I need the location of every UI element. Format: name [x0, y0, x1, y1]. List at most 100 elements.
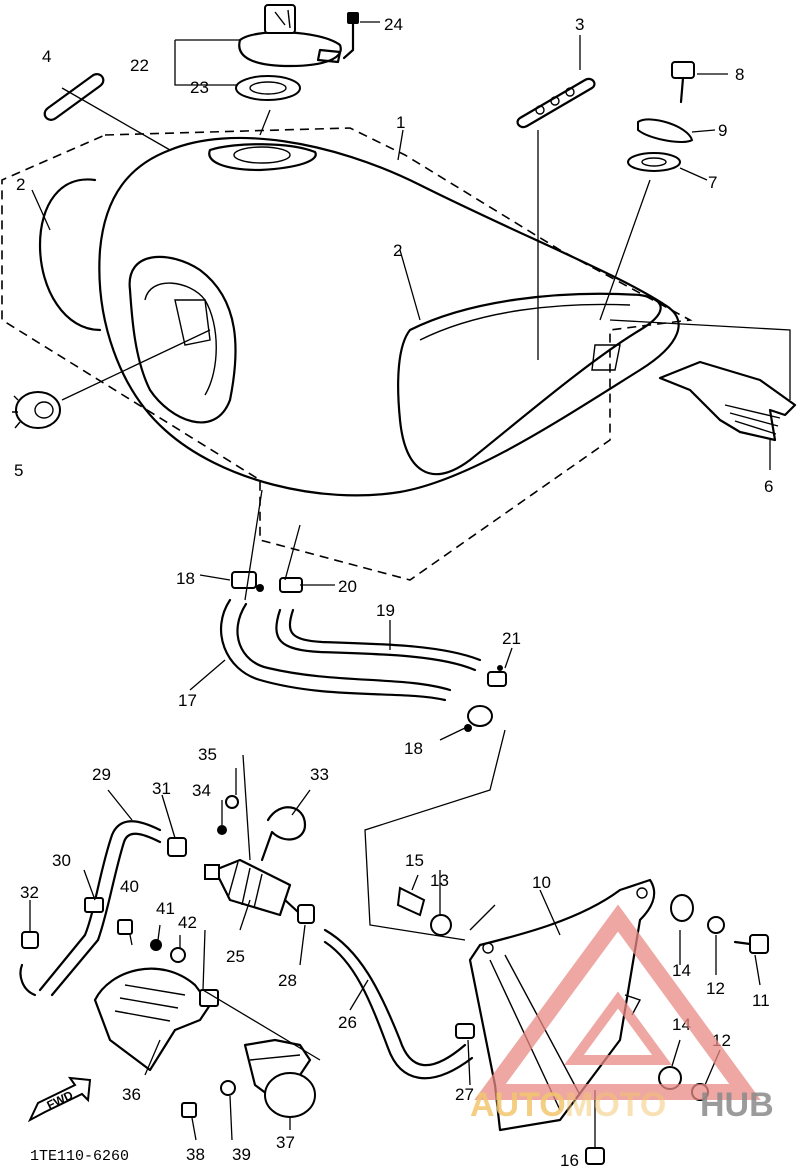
part-number-labels: 1 2 2 3 4 5 6 7 8 9 10 11 12 12 13 14 14… — [14, 15, 773, 1169]
part-label-6: 6 — [764, 477, 773, 496]
part-label-40: 40 — [120, 877, 139, 896]
fuel-filter — [204, 858, 300, 917]
damper-7 — [627, 152, 681, 172]
part-label-15: 15 — [405, 851, 424, 870]
rear-bracket — [658, 360, 797, 442]
watermark-text-auto: AUTO — [470, 1086, 566, 1124]
part-label-18b: 18 — [404, 739, 423, 758]
part-label-2a: 2 — [16, 175, 25, 194]
part-label-20: 20 — [338, 577, 357, 596]
part-label-1: 1 — [396, 113, 405, 132]
part-label-28: 28 — [278, 971, 297, 990]
part-label-31: 31 — [152, 779, 171, 798]
fuel-cock-37 — [243, 1038, 316, 1118]
damper-14-top — [670, 894, 694, 922]
part-label-19: 19 — [376, 601, 395, 620]
bolt-38 — [181, 1102, 197, 1118]
part-label-8: 8 — [735, 65, 744, 84]
part-label-42: 42 — [178, 913, 197, 932]
part-label-11: 11 — [752, 991, 770, 1010]
part-label-39: 39 — [232, 1145, 251, 1164]
part-label-35: 35 — [198, 745, 217, 764]
part-label-16: 16 — [560, 1151, 579, 1169]
hose-clip-18-bottom — [464, 705, 493, 732]
part-label-29: 29 — [92, 765, 111, 784]
fuel-hose-26 — [323, 928, 467, 1067]
bolt-11 — [733, 934, 769, 954]
fuel-hose-17 — [220, 598, 447, 702]
fuel-tank — [98, 136, 680, 497]
forward-arrow-badge: FWD — [27, 1076, 92, 1123]
part-label-5: 5 — [14, 461, 23, 480]
screw-34 — [217, 825, 227, 835]
collar-12-top — [707, 916, 725, 934]
fuel-hose-17-inner — [236, 602, 452, 692]
watermark-triangle — [474, 904, 761, 1100]
hose-clip-20 — [279, 577, 303, 593]
part-label-34: 34 — [192, 781, 211, 800]
hose-band-30 — [84, 897, 104, 913]
nut-35 — [225, 795, 239, 809]
part-label-37: 37 — [276, 1133, 295, 1152]
part-label-10: 10 — [532, 873, 551, 892]
nut-41 — [150, 939, 162, 951]
watermark-text-moto: MOTO — [565, 1086, 666, 1124]
fuel-hose-26-inner — [323, 940, 474, 1080]
part-label-9: 9 — [718, 121, 727, 140]
bolt-40 — [117, 919, 133, 935]
clip-31 — [167, 837, 187, 857]
part-label-18a: 18 — [176, 569, 195, 588]
cap-gasket — [235, 75, 301, 101]
fuel-hose-19-inner — [288, 608, 482, 662]
tank-assembly-boundary — [1, 127, 693, 581]
part-label-7: 7 — [708, 173, 717, 192]
clip-27 — [455, 1023, 475, 1039]
collar-42 — [170, 947, 186, 963]
diagram-code: 1TE110-6260 — [30, 1148, 129, 1165]
hose-clip-21 — [487, 665, 507, 687]
bolt-8 — [671, 61, 695, 104]
part-label-3: 3 — [575, 15, 584, 34]
watermark-triangle-inner — [564, 991, 672, 1065]
part-label-33: 33 — [310, 765, 329, 784]
watermark-logo: AUTO MOTO HUB — [470, 904, 774, 1124]
fuel-hose-29-inner — [50, 832, 162, 997]
part-label-13: 13 — [430, 871, 449, 890]
part-label-24: 24 — [384, 15, 403, 34]
bolt-16 — [585, 1147, 605, 1165]
clamp-32 — [19, 931, 39, 997]
part-label-36: 36 — [122, 1085, 141, 1104]
part-label-14a: 14 — [672, 961, 691, 980]
fuel-hose-19 — [275, 608, 477, 672]
bracket-33 — [260, 806, 307, 862]
part-label-12a: 12 — [706, 979, 725, 998]
part-label-25: 25 — [226, 947, 245, 966]
watermark-text-hub: HUB — [700, 1086, 774, 1124]
part-label-32: 32 — [20, 883, 39, 902]
tank-badge — [516, 77, 596, 129]
part-label-2b: 2 — [393, 241, 402, 260]
seal-strip — [43, 73, 105, 121]
part-label-38: 38 — [186, 1145, 205, 1164]
part-label-23: 23 — [190, 78, 209, 97]
part-label-21: 21 — [502, 629, 521, 648]
fuel-cap — [238, 4, 342, 68]
part-label-30: 30 — [52, 851, 71, 870]
damper-13 — [430, 914, 452, 936]
part-label-4: 4 — [42, 47, 51, 66]
grommet-5 — [12, 391, 61, 429]
hose-clip-18-top — [231, 571, 264, 592]
part-label-27: 27 — [455, 1085, 474, 1104]
collar-15 — [396, 886, 426, 917]
washer-39 — [220, 1080, 236, 1096]
part-label-22: 22 — [130, 56, 149, 75]
emblem-gasket-left — [38, 178, 102, 332]
part-label-41: 41 — [156, 899, 175, 918]
side-cover-36 — [93, 967, 219, 1072]
washer-9 — [637, 118, 694, 143]
clip-28 — [297, 904, 315, 924]
part-label-17: 17 — [178, 691, 197, 710]
fuel-hose-29 — [38, 820, 162, 992]
part-label-26: 26 — [338, 1013, 357, 1032]
